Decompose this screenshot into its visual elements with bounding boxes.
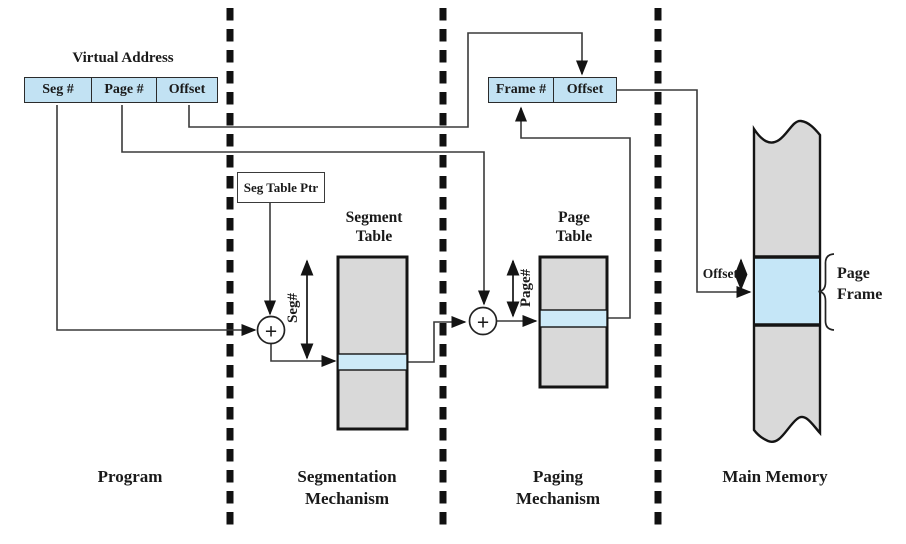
physical-address-frame-cell: Frame # bbox=[495, 82, 547, 97]
physical-address-offset-cell: Offset bbox=[553, 78, 616, 102]
section-label-mainmemory: Main Memory bbox=[722, 467, 828, 486]
section-label-paging: Paging Mechanism bbox=[515, 467, 601, 508]
page-frame-brace bbox=[818, 253, 835, 331]
physical-address-box: Frame # Offset bbox=[488, 77, 617, 103]
page-frame-label: Page Frame bbox=[837, 265, 883, 303]
segtable-to-adder2-line bbox=[407, 315, 467, 363]
offset-to-physical-line bbox=[188, 32, 589, 128]
memory-offset-label: Offset bbox=[702, 266, 738, 281]
segment-adder-circle bbox=[256, 315, 286, 345]
page-frame-rect bbox=[755, 258, 819, 324]
virtual-address-offset-cell: Offset bbox=[156, 78, 217, 102]
pagetable-to-framenum-line bbox=[514, 106, 631, 319]
virtual-address-page-cell: Page # bbox=[91, 78, 156, 102]
segment-table-rect bbox=[336, 255, 409, 431]
virtual-address-box: Seg # Page # Offset bbox=[24, 77, 218, 103]
virtual-address-seg-cell: Seg # bbox=[42, 82, 74, 97]
segment-table-title: Segment Table bbox=[345, 209, 403, 245]
page-adder-plus: + bbox=[477, 310, 490, 335]
page-table-axis-label: Page# bbox=[518, 268, 534, 307]
virtual-address-title: Virtual Address bbox=[72, 50, 174, 66]
section-label-program: Program bbox=[97, 467, 163, 486]
page-adder-circle bbox=[468, 306, 498, 336]
section-label-segmentation: Segmentation Mechanism bbox=[297, 467, 397, 508]
page-table-title: Page Table bbox=[555, 209, 593, 245]
segnum-to-adder-line bbox=[56, 105, 257, 337]
segment-adder-plus: + bbox=[265, 319, 278, 344]
seg-table-ptr-box: Seg Table Ptr bbox=[237, 172, 325, 203]
segment-table-axis-label: Seg# bbox=[285, 293, 301, 324]
page-table-selected-row bbox=[539, 309, 608, 328]
segment-table-selected-row bbox=[337, 353, 408, 371]
pagenum-to-adder-line bbox=[121, 105, 491, 306]
adder-to-segtable-line bbox=[270, 344, 337, 368]
offset-to-memory-line bbox=[617, 89, 752, 299]
